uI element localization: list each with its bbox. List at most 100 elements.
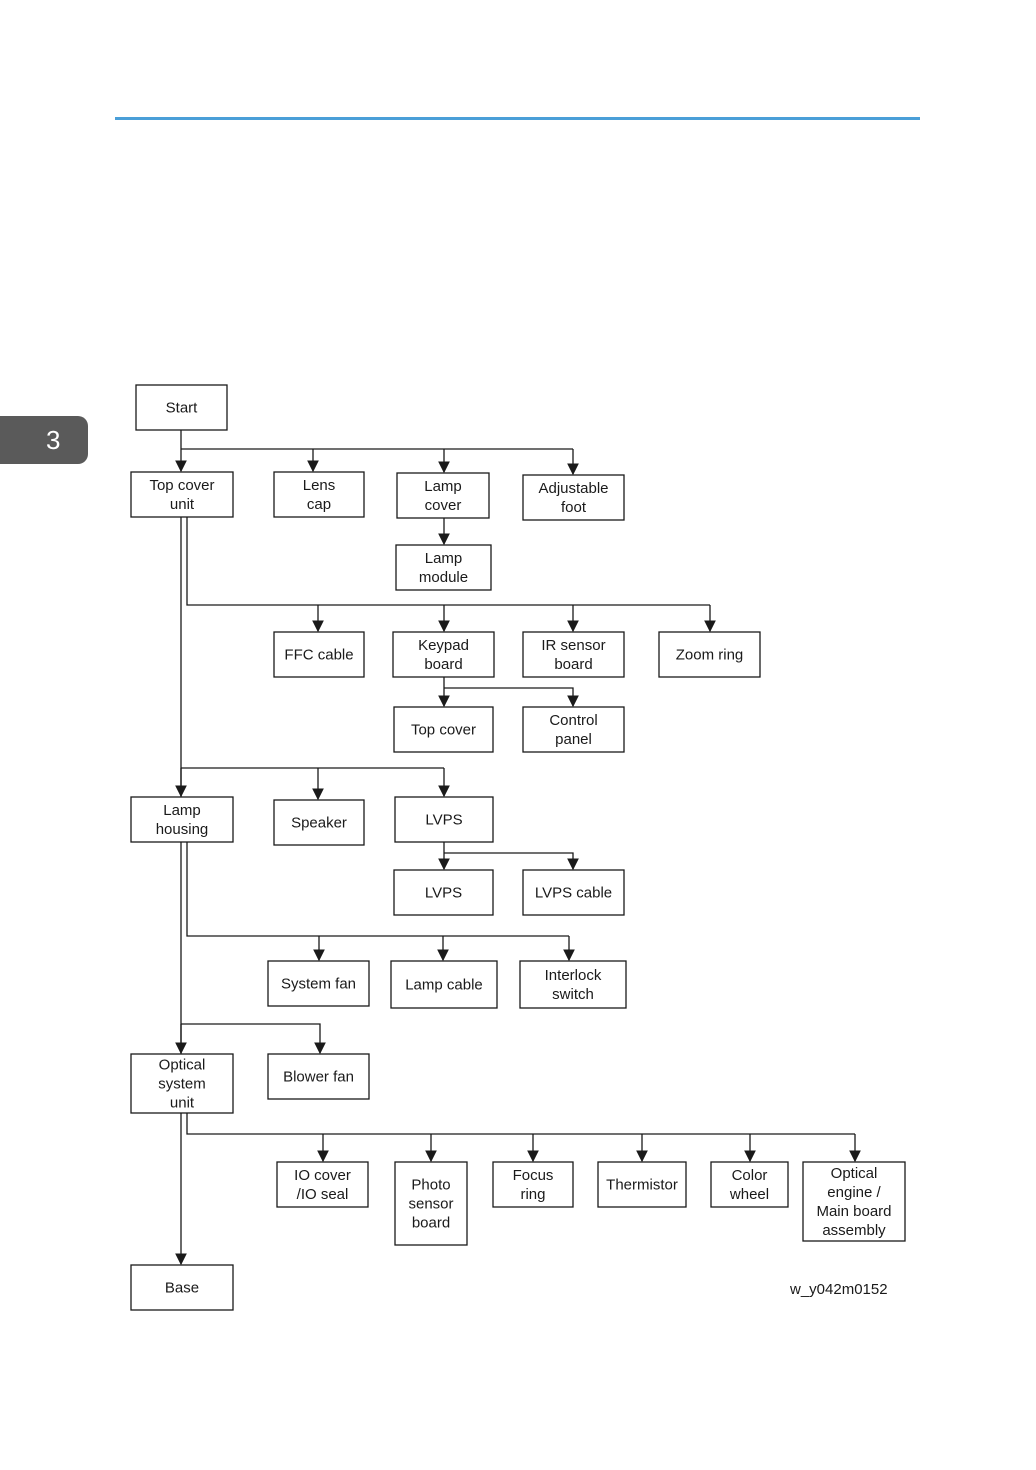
node-label: LVPS xyxy=(425,812,462,829)
node-lvps-main: LVPS xyxy=(394,796,494,843)
node-label: Thermistor xyxy=(606,1177,678,1194)
node-label: panel xyxy=(555,731,592,748)
node-label: Lens xyxy=(303,477,336,494)
connector xyxy=(186,1113,855,1135)
node-label: Keypad xyxy=(418,637,469,654)
connector xyxy=(186,842,569,937)
node-label: Adjustable xyxy=(538,480,608,497)
node-box xyxy=(395,544,492,591)
node-label: Main board xyxy=(816,1203,891,1220)
node-lens-cap: Lens cap xyxy=(273,471,365,518)
node-label: Interlock xyxy=(545,967,602,984)
node-lvps-cable: LVPS cable xyxy=(522,869,625,916)
node-label: housing xyxy=(156,821,209,838)
node-box xyxy=(130,1264,234,1311)
node-label: Lamp xyxy=(424,478,462,495)
node-box xyxy=(519,960,627,1009)
connector xyxy=(181,1023,326,1055)
node-start: Start xyxy=(135,384,228,431)
node-ffc-cable: FFC cable xyxy=(273,631,365,678)
node-box xyxy=(396,472,490,519)
node-label: assembly xyxy=(822,1222,886,1239)
node-label: LVPS cable xyxy=(535,885,612,902)
node-zoom-ring: Zoom ring xyxy=(658,631,761,678)
node-box xyxy=(276,1161,369,1208)
node-label: switch xyxy=(552,986,594,1003)
connector xyxy=(444,852,579,871)
node-label: Photo xyxy=(411,1177,450,1194)
node-box xyxy=(130,796,234,843)
node-lamp-cover: Lamp cover xyxy=(396,472,490,519)
node-top-cover: Top cover xyxy=(393,706,494,753)
node-label: IO cover xyxy=(294,1167,351,1184)
node-box xyxy=(597,1161,687,1208)
node-label: system xyxy=(158,1076,206,1093)
node-box xyxy=(130,1053,234,1114)
node-label: board xyxy=(424,656,462,673)
connector xyxy=(444,687,579,708)
node-box xyxy=(273,799,365,846)
header-rule xyxy=(115,117,920,120)
node-label: Base xyxy=(165,1280,199,1297)
node-box xyxy=(273,631,365,678)
node-label: cap xyxy=(307,496,331,513)
node-box xyxy=(658,631,761,678)
node-box xyxy=(394,1161,468,1246)
node-label: Control xyxy=(549,712,597,729)
node-label: Blower fan xyxy=(283,1069,354,1086)
node-speaker: Speaker xyxy=(273,799,365,846)
node-box xyxy=(710,1161,789,1208)
node-box xyxy=(522,706,625,753)
node-label: LVPS xyxy=(425,885,462,902)
node-box xyxy=(394,796,494,843)
node-box xyxy=(130,471,234,518)
node-label: board xyxy=(412,1215,450,1232)
node-system-fan: System fan xyxy=(267,960,370,1007)
node-label: Lamp xyxy=(425,550,463,567)
node-label: Zoom ring xyxy=(676,647,744,664)
node-box xyxy=(273,471,365,518)
node-lvps: LVPS xyxy=(393,869,494,916)
node-label: Focus xyxy=(513,1167,554,1184)
node-label: Top cover xyxy=(411,722,476,739)
node-label: unit xyxy=(170,496,195,513)
node-label: Lamp xyxy=(163,802,201,819)
node-box xyxy=(392,631,495,678)
node-label: unit xyxy=(170,1095,195,1112)
node-label: Speaker xyxy=(291,815,347,832)
node-label: Top cover xyxy=(149,477,214,494)
node-blower-fan: Blower fan xyxy=(267,1053,370,1100)
node-box xyxy=(393,706,494,753)
node-label: /IO seal xyxy=(297,1186,349,1203)
node-adjustable-foot: Adjustable foot xyxy=(522,474,625,521)
node-label: IR sensor xyxy=(541,637,605,654)
node-control-panel: Control panel xyxy=(522,706,625,753)
node-box xyxy=(522,869,625,916)
node-io-cover: IO cover/IO seal xyxy=(276,1161,369,1208)
node-interlock-switch: Interlock switch xyxy=(519,960,627,1009)
figure-code: w_y042m0152 xyxy=(790,1281,888,1298)
node-box xyxy=(802,1161,906,1242)
node-box xyxy=(390,960,498,1009)
node-box xyxy=(522,474,625,521)
node-box xyxy=(135,384,228,431)
node-label: Color xyxy=(732,1167,768,1184)
node-label: foot xyxy=(561,499,587,516)
node-label: engine / xyxy=(827,1184,881,1201)
node-focus-ring: Focus ring xyxy=(492,1161,574,1208)
node-lamp-cable: Lamp cable xyxy=(390,960,498,1009)
node-label: ring xyxy=(520,1186,545,1203)
node-label: cover xyxy=(425,497,462,514)
node-box xyxy=(492,1161,574,1208)
connector-lines xyxy=(175,430,861,1266)
node-label: board xyxy=(554,656,592,673)
node-box xyxy=(393,869,494,916)
node-thermistor: Thermistor xyxy=(597,1161,687,1208)
chapter-tab: 3 xyxy=(0,416,88,464)
